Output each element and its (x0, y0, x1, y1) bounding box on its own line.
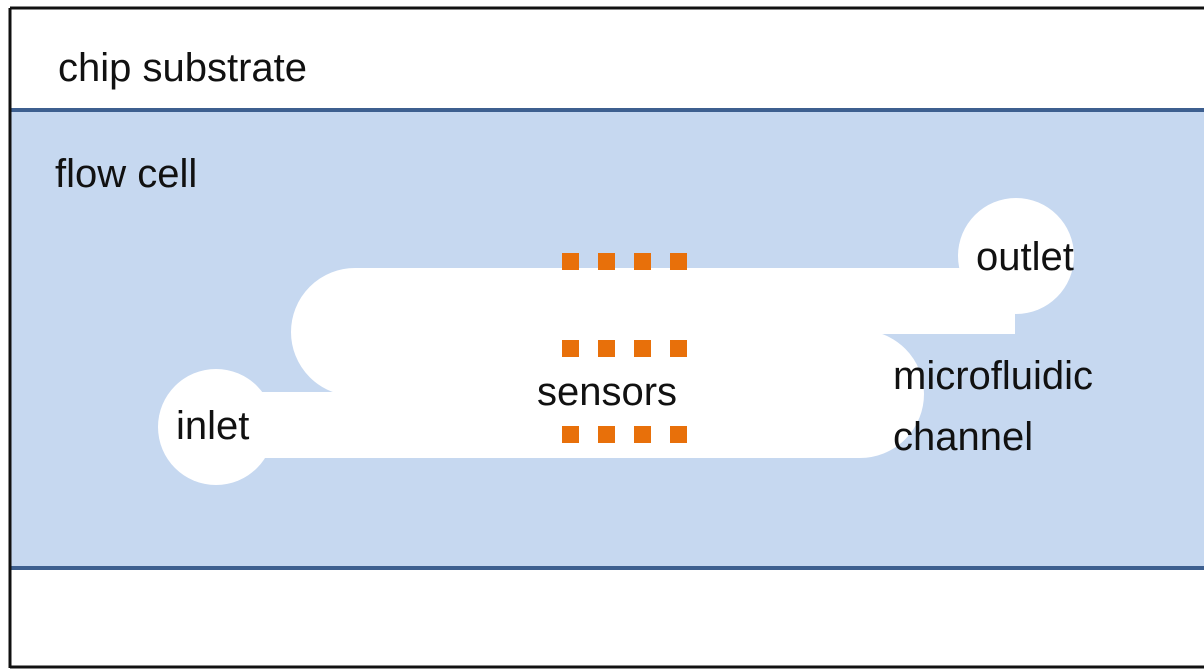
sensor-pad (670, 426, 687, 443)
outlet-label: outlet (976, 235, 1074, 279)
sensor-pad (634, 426, 651, 443)
bottom-layer (10, 568, 1204, 668)
sensor-pad (562, 340, 579, 357)
chip-substrate-label: chip substrate (58, 46, 307, 90)
outlet-port (958, 198, 1074, 314)
sensor-pad (598, 253, 615, 270)
inlet-label: inlet (176, 404, 249, 448)
sensor-pad (670, 253, 687, 270)
sensor-pad (634, 253, 651, 270)
channel-label: channel (893, 415, 1033, 459)
sensor-array (562, 253, 687, 443)
sensor-pad (562, 426, 579, 443)
chip-substrate-layer (10, 8, 1204, 110)
sensor-pad (598, 340, 615, 357)
microfluidic-label: microfluidic (893, 354, 1093, 398)
sensor-pad (634, 340, 651, 357)
sensor-pad (670, 340, 687, 357)
sensors-label: sensors (537, 370, 677, 414)
flow-cell-label: flow cell (55, 152, 197, 196)
sensor-pad (562, 253, 579, 270)
sensor-pad (598, 426, 615, 443)
inlet-port (158, 369, 274, 485)
microfluidic-channel (215, 268, 1015, 458)
